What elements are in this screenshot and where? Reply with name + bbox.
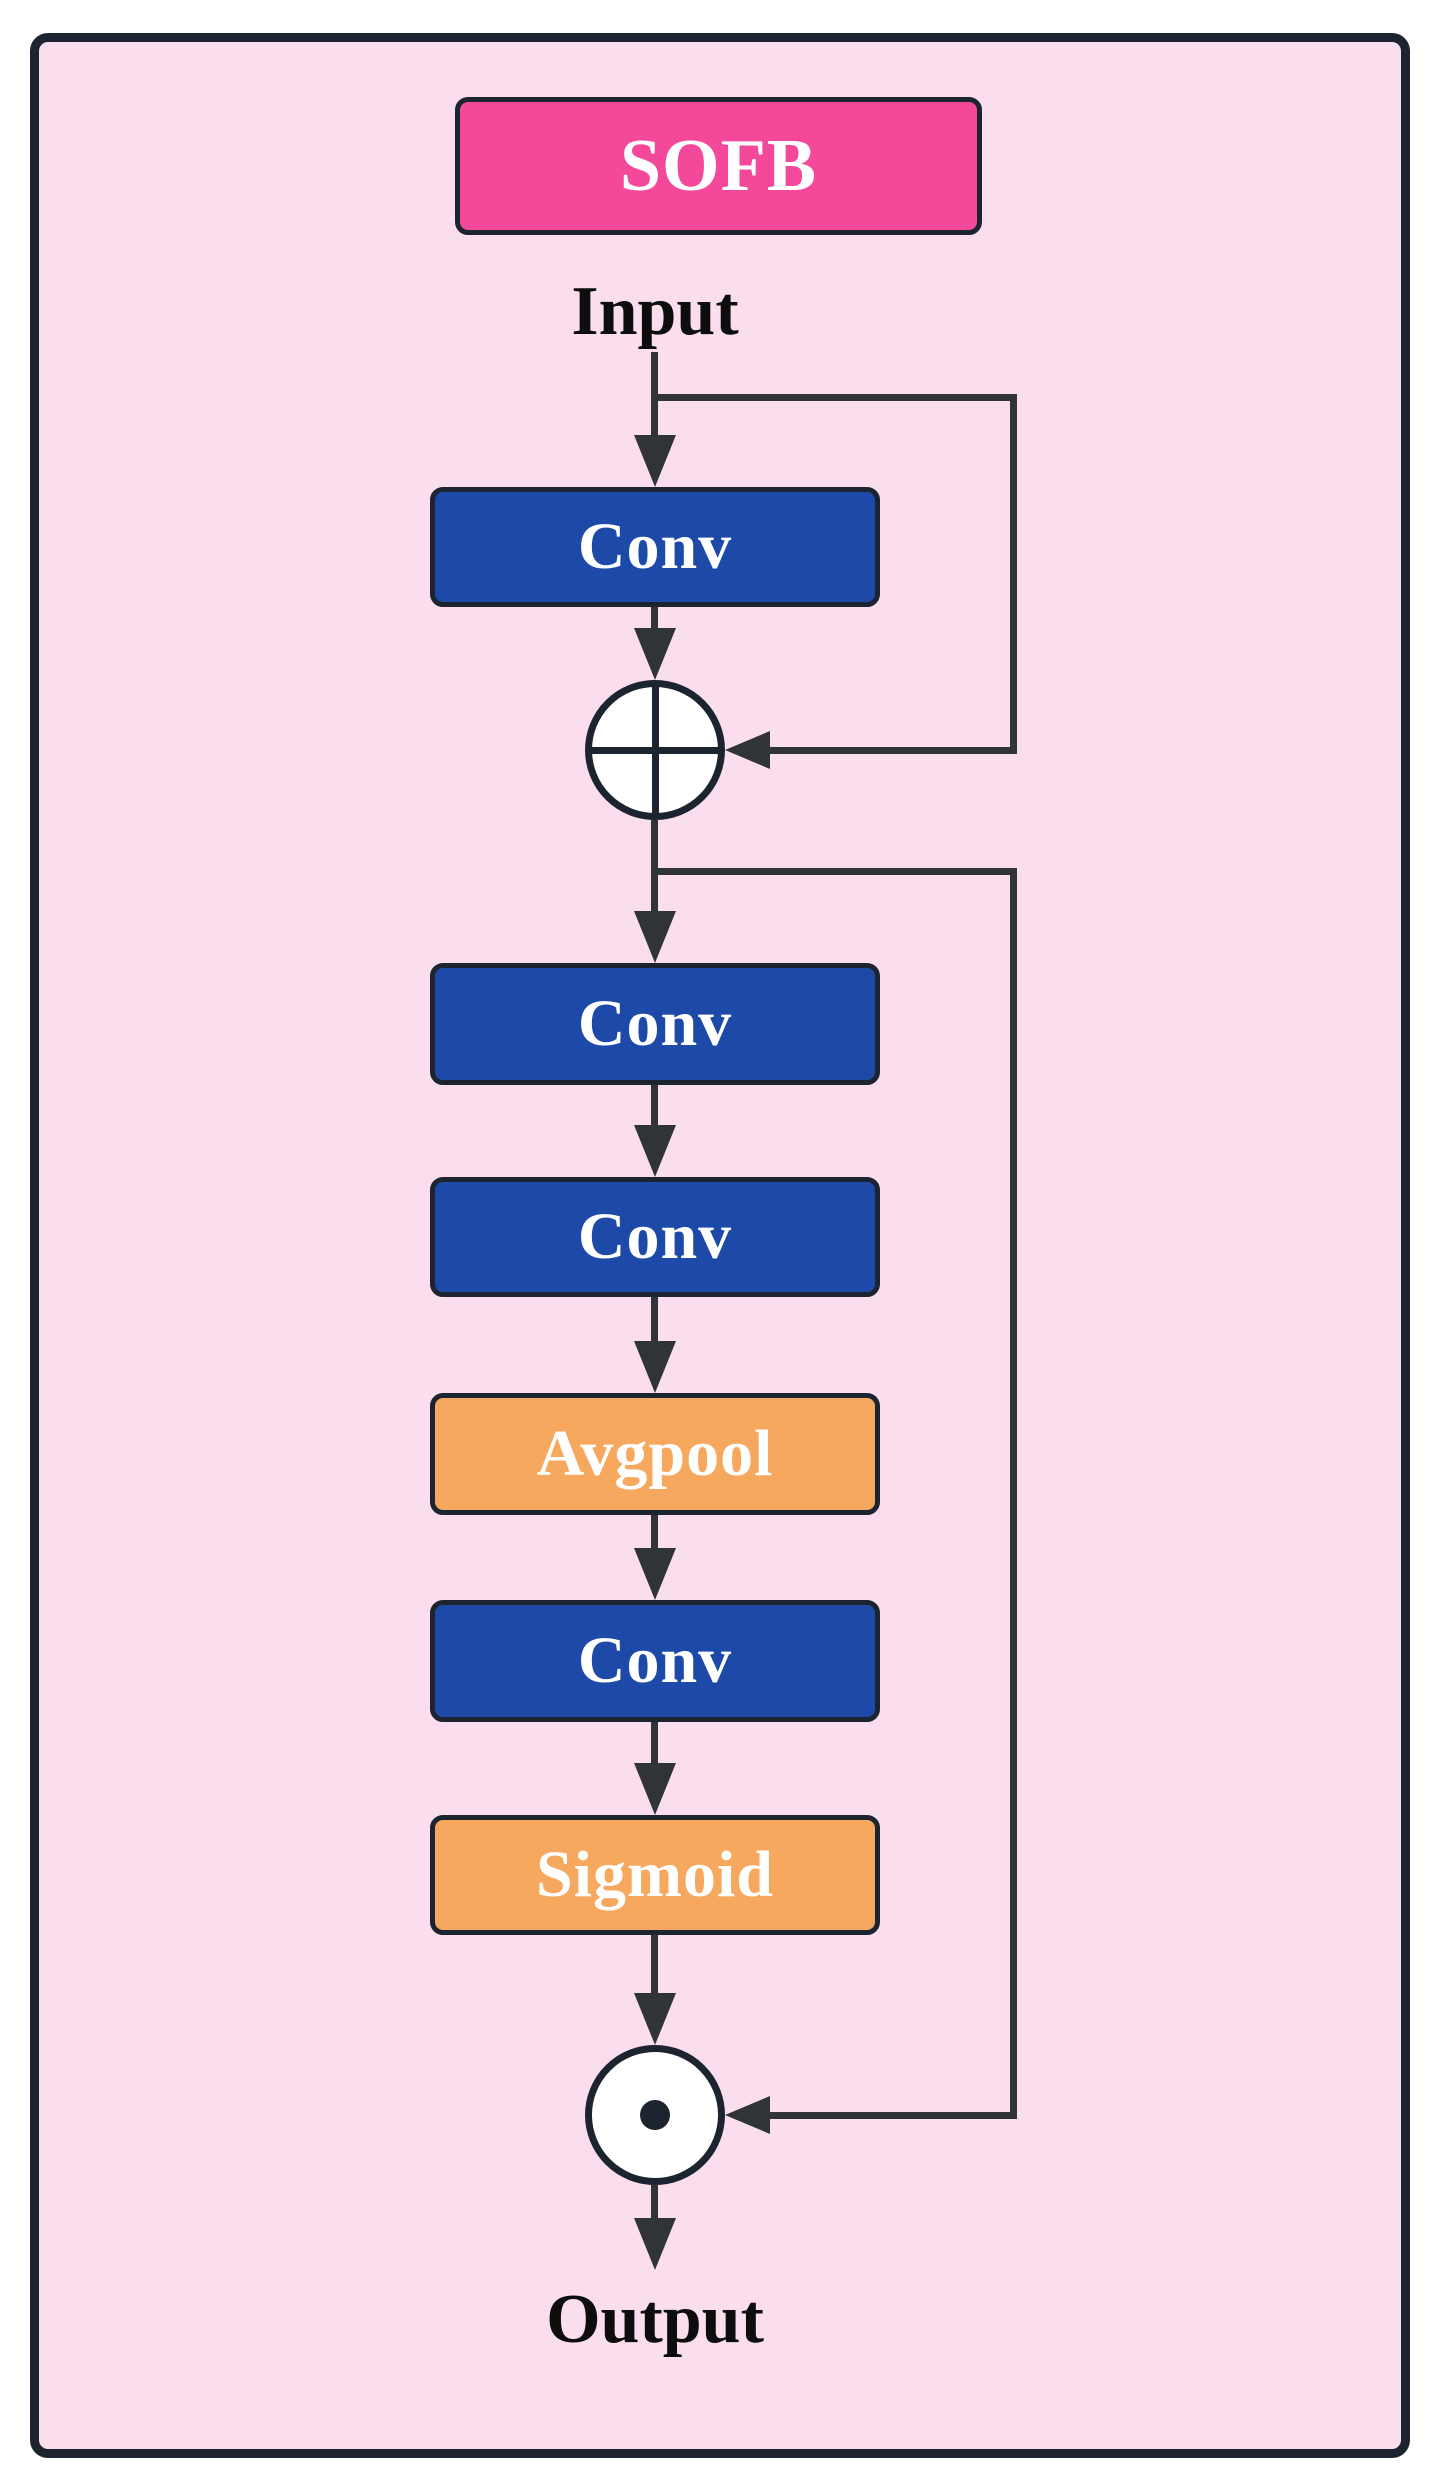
arrow-down-icon bbox=[634, 1993, 676, 2045]
conv2-label: Conv bbox=[577, 987, 733, 1060]
arrow-down-icon bbox=[634, 1341, 676, 1393]
conv2-to-conv3-line bbox=[651, 1085, 658, 1130]
skip1-vertical-line bbox=[1010, 394, 1017, 754]
plus-horizontal-stroke bbox=[592, 746, 718, 754]
arrow-down-icon bbox=[634, 628, 676, 680]
skip1-return-line bbox=[768, 747, 1017, 754]
add-operator-icon bbox=[585, 680, 725, 820]
sigmoid-to-multiply-line bbox=[651, 1935, 658, 1998]
conv2-box: Conv bbox=[430, 963, 880, 1085]
arrow-down-icon bbox=[634, 1763, 676, 1815]
arrow-down-icon bbox=[634, 2218, 676, 2270]
arrow-down-icon bbox=[634, 1548, 676, 1600]
input-label: Input bbox=[571, 273, 739, 350]
conv1-label: Conv bbox=[577, 510, 733, 583]
title-label: SOFB bbox=[619, 124, 818, 207]
title-box: SOFB bbox=[455, 97, 982, 235]
add-to-conv2-line bbox=[651, 820, 658, 915]
conv3-label: Conv bbox=[577, 1200, 733, 1273]
skip2-vertical-line bbox=[1010, 868, 1017, 2119]
conv4-to-sigmoid-line bbox=[651, 1722, 658, 1768]
multiply-to-output-line bbox=[651, 2185, 658, 2222]
avgpool-label: Avgpool bbox=[536, 1417, 774, 1490]
conv3-box: Conv bbox=[430, 1177, 880, 1297]
conv3-to-avgpool-line bbox=[651, 1297, 658, 1345]
avgpool-to-conv4-line bbox=[651, 1515, 658, 1553]
arrow-left-icon bbox=[725, 2096, 770, 2134]
conv1-to-add-line bbox=[651, 607, 658, 637]
multiply-operator-icon bbox=[585, 2045, 725, 2185]
arrow-down-icon bbox=[634, 435, 676, 487]
sigmoid-label: Sigmoid bbox=[535, 1838, 775, 1911]
sigmoid-box: Sigmoid bbox=[430, 1815, 880, 1935]
skip2-return-line bbox=[768, 2112, 1017, 2119]
dot-glyph bbox=[640, 2100, 670, 2130]
skip2-branch-line bbox=[651, 868, 1017, 875]
conv1-box: Conv bbox=[430, 487, 880, 607]
avgpool-box: Avgpool bbox=[430, 1393, 880, 1515]
arrow-down-icon bbox=[634, 1125, 676, 1177]
arrow-down-icon bbox=[634, 911, 676, 963]
skip1-branch-line bbox=[651, 394, 1017, 401]
conv4-label: Conv bbox=[577, 1624, 733, 1697]
output-label: Output bbox=[546, 2281, 764, 2358]
conv4-box: Conv bbox=[430, 1600, 880, 1722]
arrow-left-icon bbox=[725, 731, 770, 769]
